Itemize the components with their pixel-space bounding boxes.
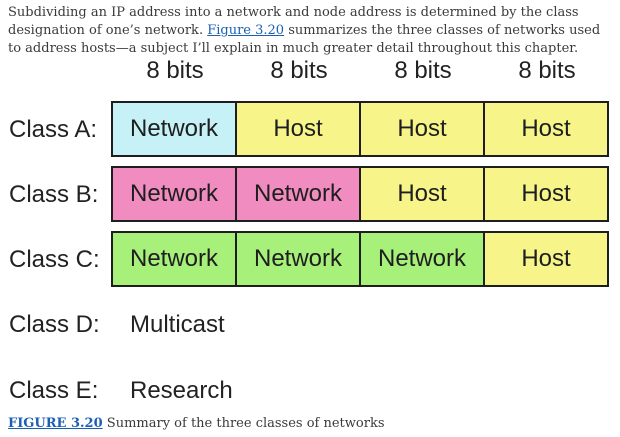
- bit-header-4: 8 bits: [518, 57, 576, 84]
- intro-text-after: summarizes the three classes of networks…: [8, 23, 601, 56]
- class-e-label: Class E:: [9, 377, 99, 404]
- bit-header-3: 8 bits: [394, 57, 452, 84]
- class-c-octet-4: Host: [483, 233, 607, 285]
- class-b-octet-2: Network: [235, 168, 359, 220]
- class-c-label: Class C:: [9, 246, 100, 273]
- figure-caption: FIGURE 3.20 Summary of the three classes…: [8, 416, 385, 431]
- class-e-value: Research: [130, 377, 233, 404]
- class-a-label: Class A:: [9, 116, 98, 143]
- bit-header-2: 8 bits: [270, 57, 328, 84]
- intro-text-before: Subdividing an IP address into a network…: [8, 5, 579, 38]
- class-d-value: Multicast: [130, 311, 225, 338]
- class-c-row: Network Network Network Host: [111, 231, 609, 287]
- class-b-row: Network Network Host Host: [111, 166, 609, 222]
- class-a-octet-4: Host: [483, 103, 607, 155]
- figure-link[interactable]: Figure 3.20: [207, 23, 285, 38]
- class-b-octet-4: Host: [483, 168, 607, 220]
- class-b-octet-1: Network: [113, 168, 235, 220]
- intro-paragraph: Subdividing an IP address into a network…: [8, 4, 612, 58]
- class-d-label: Class D:: [9, 311, 100, 338]
- class-b-octet-3: Host: [359, 168, 483, 220]
- class-a-octet-1: Network: [113, 103, 235, 155]
- class-a-row: Network Host Host Host: [111, 101, 609, 157]
- class-b-label: Class B:: [9, 181, 99, 208]
- bit-header-1: 8 bits: [146, 57, 204, 84]
- class-a-octet-3: Host: [359, 103, 483, 155]
- class-c-octet-2: Network: [235, 233, 359, 285]
- class-a-octet-2: Host: [235, 103, 359, 155]
- caption-text: Summary of the three classes of networks: [106, 416, 385, 431]
- class-c-octet-1: Network: [113, 233, 235, 285]
- caption-figure-label[interactable]: FIGURE 3.20: [8, 416, 103, 431]
- class-c-octet-3: Network: [359, 233, 483, 285]
